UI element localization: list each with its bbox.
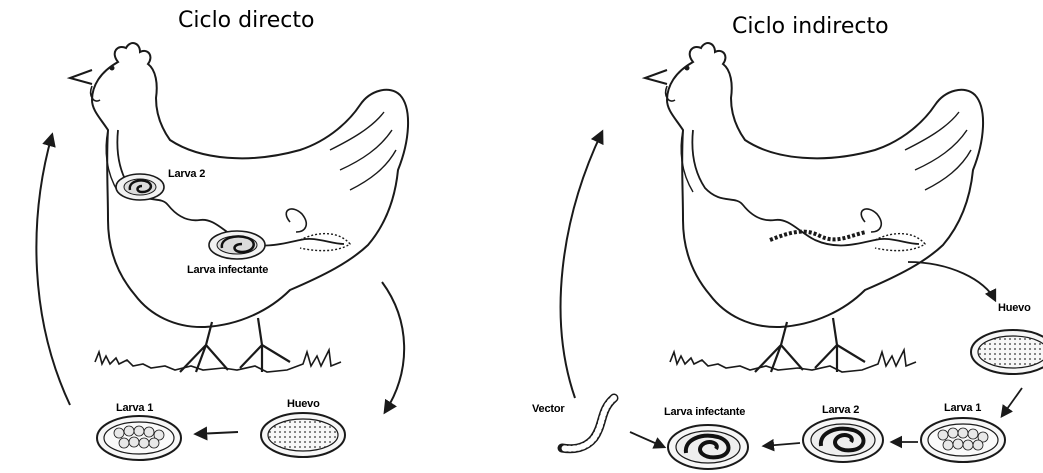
arrow-icon [764, 443, 800, 446]
panel-title-indirect: Ciclo indirecto [732, 14, 889, 39]
label-larva2-indirect: Larva 2 [822, 404, 859, 416]
label-egg-direct: Huevo [287, 398, 320, 410]
label-larva2-direct: Larva 2 [168, 168, 205, 180]
larva-icon [770, 232, 866, 240]
earthworm-icon [562, 398, 614, 449]
egg-icon [971, 330, 1043, 374]
arrow-icon [561, 132, 602, 398]
larva1-dish [97, 416, 181, 460]
label-infective-indirect: Larva infectante [664, 406, 745, 418]
arrow-icon [1002, 388, 1022, 416]
larva1-dish [921, 418, 1005, 462]
egg-icon [261, 413, 345, 457]
label-larva1-indirect: Larva 1 [944, 402, 981, 414]
label-infective-direct: Larva infectante [187, 264, 268, 276]
hen-illustration [645, 43, 983, 372]
hen-illustration [70, 43, 408, 372]
label-larva1-direct: Larva 1 [116, 402, 153, 414]
arrow-icon [908, 262, 995, 300]
arrow-icon [196, 432, 238, 434]
label-vector: Vector [532, 403, 564, 415]
infective-dish [668, 425, 748, 469]
panel-title-direct: Ciclo directo [178, 8, 315, 33]
larva-icon [116, 174, 164, 200]
larva-icon [209, 231, 265, 259]
larva2-dish [803, 418, 883, 462]
arrow-icon [36, 135, 70, 405]
arrow-icon [630, 432, 664, 447]
arrow-icon [382, 282, 404, 412]
label-egg-indirect: Huevo [998, 302, 1031, 314]
